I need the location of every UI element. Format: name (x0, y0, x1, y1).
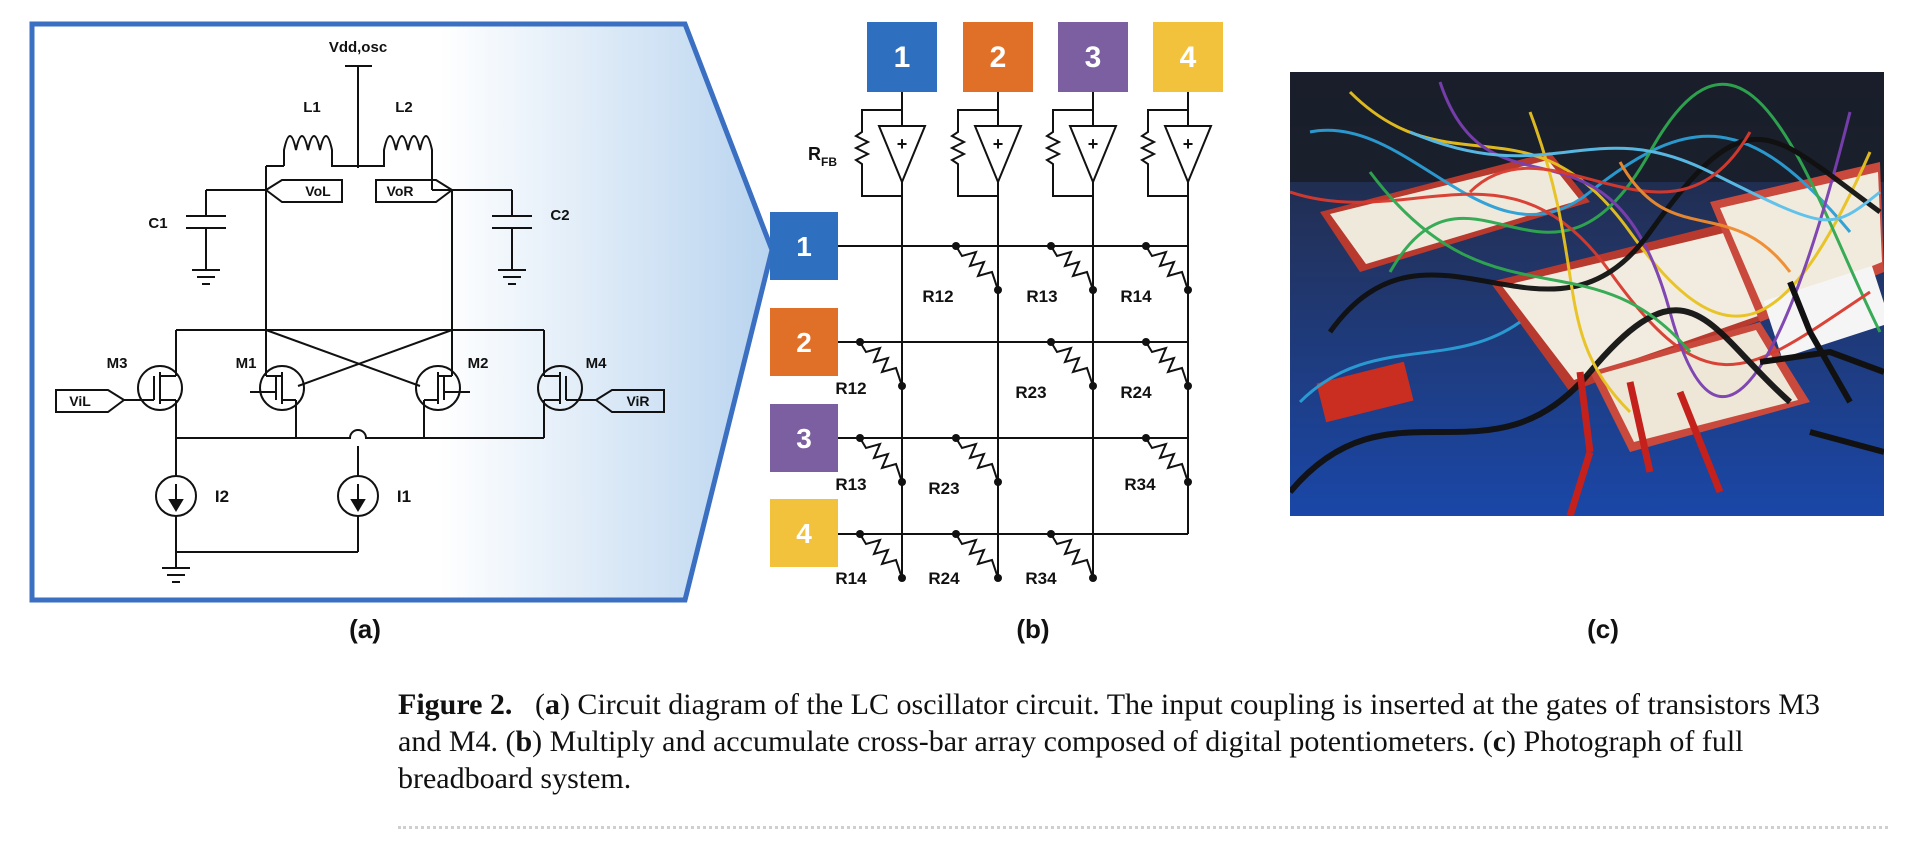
transistor-m3-label: M3 (107, 355, 128, 372)
caption-text-b: ) Multiply and accumulate cross-bar arra… (532, 725, 1493, 758)
oscillator-circuit (55, 65, 665, 583)
panel-a-callout-outline (29, 21, 775, 603)
resistor-label: R34 (1025, 569, 1057, 588)
top-node-2-label: 2 (990, 41, 1007, 74)
resistor-label: R34 (1124, 475, 1156, 494)
capacitor-c1-label: C1 (148, 215, 167, 232)
breadboard-photo (1290, 72, 1884, 516)
panel-a: Vdd,osc L1 L2 C1 C2 M3 M1 M2 M4 VoL VoR … (29, 21, 775, 644)
caption-divider (398, 826, 1888, 829)
top-node-1-label: 1 (894, 41, 911, 74)
port-vol-label: VoL (305, 183, 331, 199)
vdd-label: Vdd,osc (329, 39, 387, 56)
rfb-subscript: FB (821, 155, 837, 169)
side-node-3-label: 3 (796, 423, 812, 454)
port-vor-label: VoR (387, 183, 414, 199)
rfb-main: R (808, 144, 821, 164)
svg-text:+: + (1088, 134, 1099, 154)
resistor-label: R23 (1015, 383, 1046, 402)
panel-a-sublabel: (a) (349, 614, 381, 644)
caption-text-c: ) Photograph of full breadboard system. (398, 725, 1744, 795)
top-node-3 (1058, 22, 1128, 92)
panel-c-sublabel: (c) (1587, 614, 1619, 644)
top-node-3-label: 3 (1085, 41, 1102, 74)
caption-tag-c: c (1492, 725, 1507, 758)
caption-text-a: ) Circuit diagram of the LC oscillator c… (398, 688, 1820, 758)
transistor-m4-label: M4 (586, 355, 607, 372)
panel-b: 1 2 3 4 1 2 3 4 (770, 22, 1223, 644)
top-node-1 (867, 22, 937, 92)
svg-text:+: + (1183, 134, 1194, 154)
side-node-3 (770, 404, 838, 472)
top-node-2 (963, 22, 1033, 92)
capacitor-c2-label: C2 (550, 207, 569, 224)
resistor-label: R24 (1120, 383, 1152, 402)
port-vil-label: ViL (69, 393, 91, 409)
resistor-label: R13 (835, 475, 866, 494)
rfb-label: RFB (808, 144, 837, 169)
caption-tag-a: a (544, 688, 560, 721)
crossbar-dots (856, 242, 1192, 582)
caption-figure-number: Figure 2. (398, 688, 513, 721)
top-node-4 (1153, 22, 1223, 92)
resistor-label: R14 (835, 569, 867, 588)
svg-text:+: + (993, 134, 1004, 154)
inductor-l2-label: L2 (395, 99, 413, 116)
opamp-plus-signs: + + + + (897, 134, 1194, 154)
resistor-label: R13 (1026, 287, 1057, 306)
resistor-label: R23 (928, 479, 959, 498)
caption-tag-b: b (515, 725, 533, 758)
svg-text:+: + (897, 134, 908, 154)
port-vir-label: ViR (626, 393, 649, 409)
side-node-2-label: 2 (796, 327, 812, 358)
side-node-1-label: 1 (796, 231, 812, 262)
inductor-l1-label: L1 (303, 99, 321, 116)
resistor-label: R12 (922, 287, 953, 306)
top-node-4-label: 4 (1180, 41, 1197, 74)
source-i2-label: I2 (215, 487, 229, 506)
crossbar-array (838, 92, 1213, 579)
side-node-1 (770, 212, 838, 280)
panel-b-sublabel: (b) (1016, 614, 1049, 644)
transistor-m2-label: M2 (468, 355, 489, 372)
resistor-label: R14 (1120, 287, 1152, 306)
transistor-m1-label: M1 (236, 355, 257, 372)
figure-caption: Figure 2. (a) Circuit diagram of the LC … (398, 688, 1820, 795)
side-node-4-label: 4 (796, 518, 812, 549)
side-node-2 (770, 308, 838, 376)
resistor-label: R24 (928, 569, 960, 588)
source-i1-label: I1 (397, 487, 411, 506)
side-node-4 (770, 499, 838, 567)
resistor-label: R12 (835, 379, 866, 398)
panel-c: (c) (1290, 72, 1884, 644)
